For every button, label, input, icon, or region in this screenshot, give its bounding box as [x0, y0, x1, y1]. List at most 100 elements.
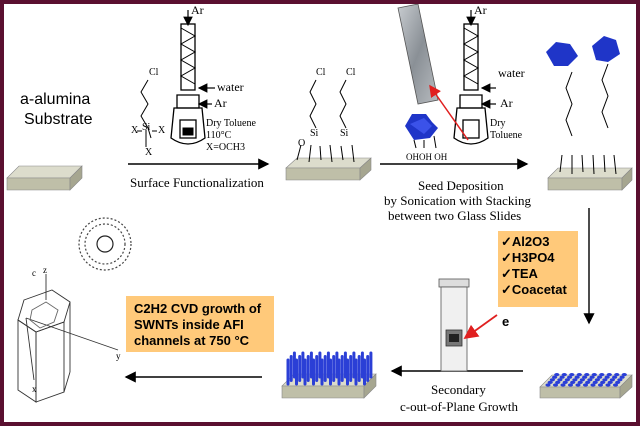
seed-dot [569, 373, 575, 377]
seed-dot [587, 378, 593, 382]
seed-dot [592, 380, 598, 384]
seed-dot [614, 373, 620, 377]
gel-item-h3po4: ✓H3PO4 [501, 250, 555, 265]
seed-dot [605, 383, 611, 387]
seed-dot [594, 378, 601, 382]
surface-si-label-2: Si [340, 128, 349, 139]
step2-caption-line1: Seed Deposition [418, 178, 504, 193]
seed-dot [567, 375, 573, 379]
silane-molecule [137, 79, 157, 147]
seed-dot [604, 375, 610, 379]
seed-dot [559, 375, 565, 379]
step2-caption-line3: between two Glass Slides [388, 208, 522, 223]
seed-dot [545, 383, 551, 387]
seed-dot [575, 383, 581, 387]
crystal-axis-c: c [32, 268, 36, 278]
seed-dot [619, 375, 625, 379]
seeded-surface [546, 36, 633, 191]
seed-dot [562, 380, 568, 384]
seed-dot [591, 373, 597, 377]
seed-hydroxyl-label: OHOH OH [406, 152, 448, 162]
molecule-x-right: X [158, 125, 166, 136]
surface-cl-label-2: Cl [346, 67, 356, 78]
crystal-axis-y: y [116, 351, 121, 361]
seed-dot [582, 383, 589, 387]
synthesis-gel-box [498, 231, 578, 307]
ar-top-label-2: Ar [474, 4, 487, 17]
gel-item-al2o3-text: Al2O3 [511, 234, 550, 249]
gel-item-h3po4-text: H3PO4 [511, 250, 555, 265]
red-pointer-arrow-2 [463, 314, 498, 340]
cvd-box-line2: SWNTs inside AFI [134, 317, 244, 332]
crystal-axis-z: z [43, 265, 47, 275]
seed-dot [567, 383, 574, 387]
gel-item-coacetate-text: Coacetat [511, 282, 567, 297]
molecule-x-left: X [131, 125, 139, 136]
reflux-apparatus-2 [453, 10, 496, 145]
solvent-label-1: Dry Toluene [206, 118, 256, 129]
nanotube-forest [281, 351, 377, 399]
step3-caption-line1: Secondary [431, 382, 486, 397]
cvd-growth-box [126, 296, 274, 352]
ar-side-label-2: Ar [500, 96, 513, 110]
reflux-apparatus-1 [170, 10, 215, 145]
seed-dot [621, 373, 627, 377]
seed-dot [564, 378, 571, 382]
surface-cl-label-1: Cl [316, 67, 326, 78]
diagram-graphics [6, 4, 633, 403]
seed-dot [612, 375, 618, 379]
ar-side-label-1: Ar [214, 96, 227, 110]
ar-top-label-1: Ar [191, 4, 204, 17]
seed-dot [585, 380, 591, 384]
substrate-label-line2: Substrate [24, 111, 93, 128]
autoclave [438, 278, 470, 372]
bare-substrate [6, 165, 83, 191]
water-label-2: water [498, 66, 525, 80]
seed-dot [579, 378, 586, 382]
seed-crystal [405, 114, 438, 149]
surface-si-label-1: Si [310, 128, 319, 139]
seed-dot [590, 383, 596, 387]
surface-o-label: O [298, 138, 306, 149]
seed-dot [574, 375, 580, 379]
red-pointer-arrow-1 [429, 84, 469, 141]
seed-dot [552, 383, 559, 387]
seed-dot [602, 378, 608, 382]
solvent-label-2: Dry Toluene [490, 118, 523, 141]
seed-dot [560, 383, 566, 387]
crystal-axis-x: x [32, 384, 37, 394]
gel-item-tea-text: TEA [511, 266, 538, 281]
seed-dot [617, 378, 623, 382]
hexagonal-crystal [17, 274, 119, 403]
seed-dot [600, 380, 606, 384]
seed-dot [547, 380, 553, 384]
seed-dot [615, 380, 621, 384]
gel-item-al2o3: ✓Al2O3 [501, 234, 550, 249]
seed-layer-surface [539, 373, 633, 399]
seed-dot [555, 380, 561, 384]
seed-dot [597, 375, 603, 379]
x-definition-label: X=OCH3 [206, 142, 245, 153]
seed-dot [577, 380, 583, 384]
seed-dot [576, 373, 582, 377]
seed-dot [609, 378, 616, 382]
seed-dot [582, 375, 588, 379]
seed-dot [607, 380, 613, 384]
molecule-cl-label: Cl [149, 67, 159, 78]
cvd-box-line1: C2H2 CVD growth of [134, 301, 262, 316]
seed-dot [554, 373, 560, 377]
seed-dot [552, 375, 558, 379]
step3-caption-line2: c-out-of-Plane Growth [400, 399, 519, 414]
seed-dot [561, 373, 567, 377]
substrate-label-line1: a-alumina [20, 91, 91, 108]
seed-dot [599, 373, 605, 377]
molecule-si-label: Si [142, 122, 151, 133]
seed-dot [557, 378, 563, 382]
water-label-1: water [217, 80, 244, 94]
gel-item-coacetate: ✓Coacetat [501, 282, 567, 297]
seed-dot [589, 375, 595, 379]
seed-dot [549, 378, 556, 382]
seed-dot [584, 373, 590, 377]
seed-dot [572, 378, 578, 382]
